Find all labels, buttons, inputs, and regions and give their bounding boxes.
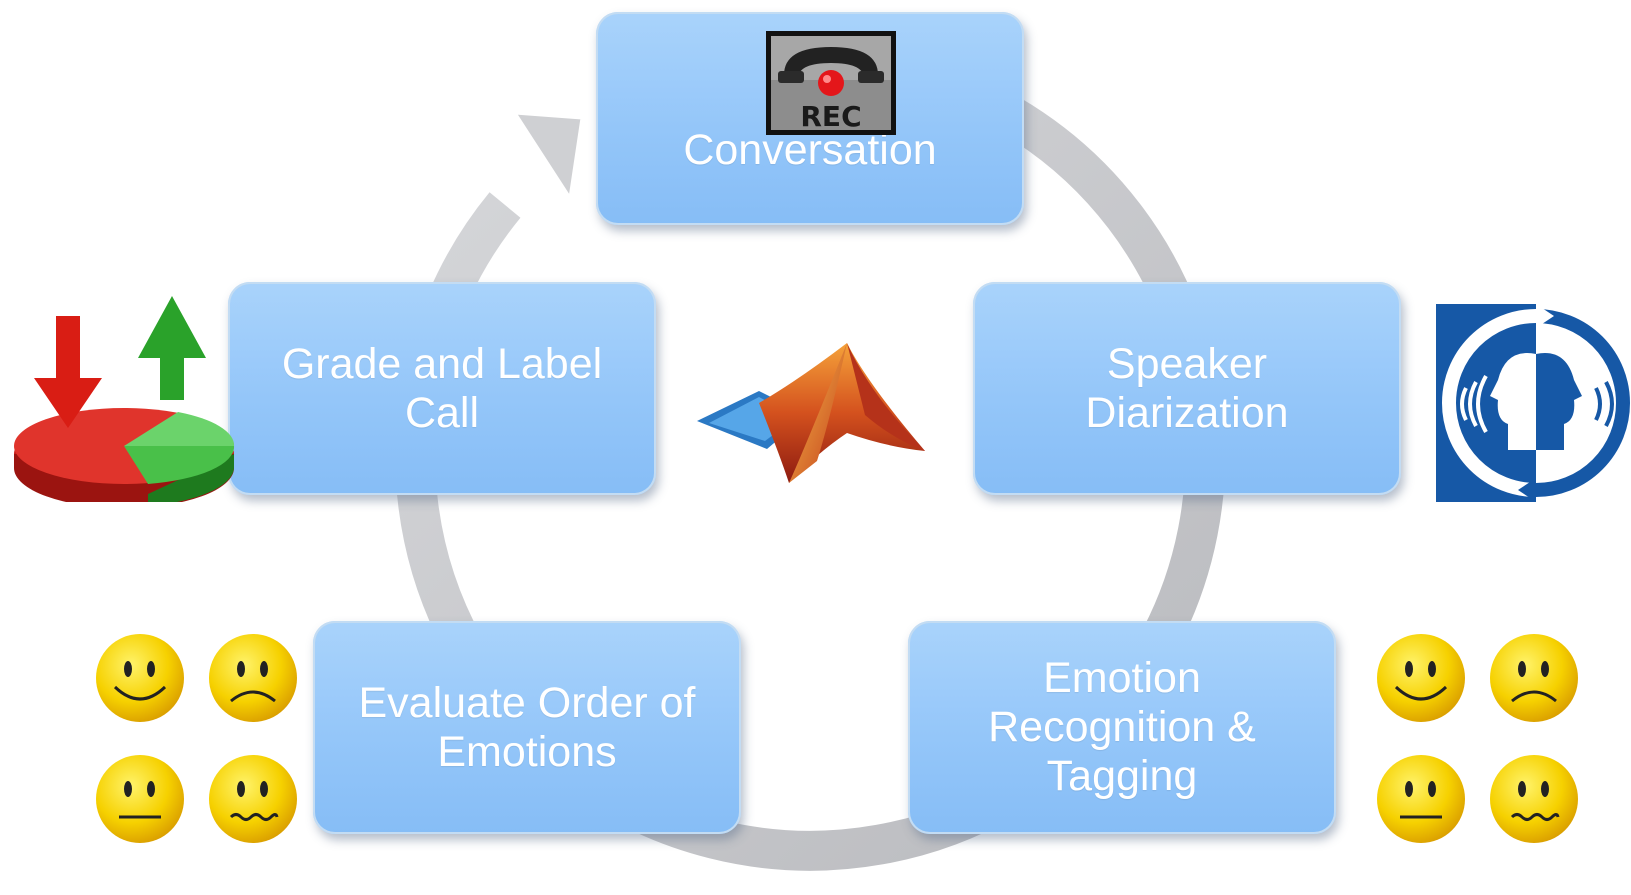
node-speaker-diarization-label: Speaker Diarization (1085, 339, 1289, 437)
node-grade-label: Grade and Label Call (228, 282, 656, 495)
grade-chart-icon (14, 296, 235, 502)
neutral-face-icon (96, 755, 184, 843)
sad-face-icon (209, 634, 297, 722)
matlab-logo (697, 343, 925, 483)
rec-text: REC (800, 100, 861, 133)
node-emotion-recognition-label: Emotion Recognition & Tagging (988, 654, 1256, 800)
sad-face-icon (1490, 634, 1578, 722)
speaker-diarization-icon (1436, 304, 1631, 502)
node-emotion-recognition: Emotion Recognition & Tagging (908, 621, 1336, 834)
emoji-faces-icon (1377, 634, 1578, 843)
smile-face-icon (96, 634, 184, 722)
node-evaluate-order-label: Evaluate Order of Emotions (358, 678, 696, 776)
worried-face-icon (1490, 755, 1578, 843)
node-speaker-diarization: Speaker Diarization (973, 282, 1401, 495)
smile-face-icon (1377, 634, 1465, 722)
emoji-faces-icon (96, 634, 297, 843)
node-grade-label-label: Grade and Label Call (281, 339, 603, 437)
neutral-face-icon (1377, 755, 1465, 843)
node-evaluate-order: Evaluate Order of Emotions (313, 621, 741, 834)
worried-face-icon (209, 755, 297, 843)
phone-record-icon: REC (766, 31, 896, 135)
